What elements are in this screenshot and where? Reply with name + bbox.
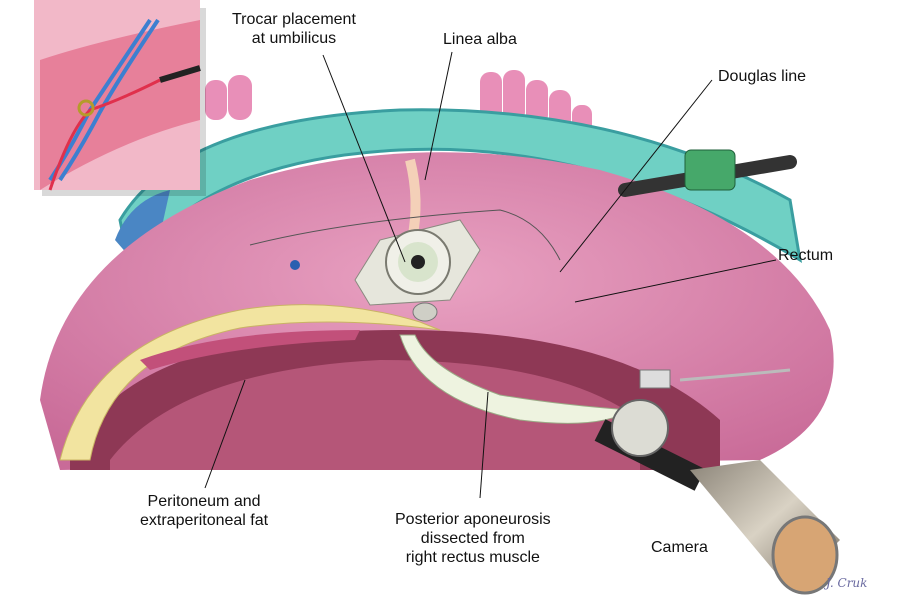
leader-lines: [204, 51, 777, 499]
camera-port: [594, 368, 840, 595]
label-line: dissected from: [420, 530, 525, 547]
label-line: right rectus muscle: [405, 549, 540, 566]
label-rectum: Rectum: [778, 247, 834, 264]
label-douglas-line: Douglas line: [718, 68, 807, 85]
lateral-port: [618, 149, 797, 197]
label-line: Peritoneum and: [147, 493, 261, 510]
label-camera: Camera: [651, 539, 708, 556]
inset-detail-image: [34, 0, 206, 196]
linea-alba: [405, 158, 421, 241]
umbilical-trocar: [354, 219, 481, 322]
label-line: Posterior aponeurosis: [395, 511, 551, 528]
suture-knot: [290, 260, 300, 270]
label-line: extraperitoneal fat: [140, 512, 269, 529]
artist-signature: J. Cruk: [826, 576, 868, 590]
label-trocar-placement: Trocar placement at umbilicus: [232, 10, 356, 48]
label-posterior-aponeurosis: Posterior aponeurosis dissected from rig…: [395, 510, 551, 567]
label-line: at umbilicus: [251, 30, 337, 47]
label-linea-alba: Linea alba: [443, 31, 517, 48]
label-peritoneum: Peritoneum and extraperitoneal fat: [140, 492, 268, 530]
surgical-drape: [118, 108, 803, 274]
label-line: Trocar placement: [232, 11, 356, 28]
